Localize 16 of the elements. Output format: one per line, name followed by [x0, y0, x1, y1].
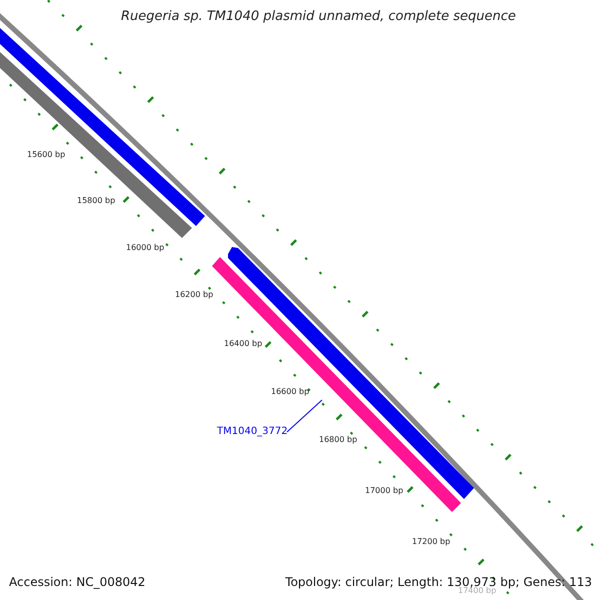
accession-label: Accession: NC_008042 [9, 575, 146, 589]
tick-label: 17200 bp [412, 537, 450, 546]
gene-label: TM1040_3772 [217, 426, 288, 437]
leader-line [286, 400, 322, 432]
tick-label: 17000 bp [365, 486, 404, 495]
tick-label: 15800 bp [77, 196, 116, 205]
gene-bar [212, 257, 461, 512]
tick-label: 16600 bp [271, 387, 310, 396]
tick-label: 16000 bp [126, 243, 164, 252]
tick-label: 16800 bp [319, 435, 358, 444]
tick-label: 16400 bp [224, 339, 262, 348]
tick-label: 16200 bp [175, 290, 214, 299]
tick-label: 17400 bp [458, 586, 496, 595]
tick-label: 15600 bp [27, 150, 66, 159]
topology-label: Topology: circular; Length: 130,973 bp; Genes: 113 [285, 575, 592, 589]
diagram-title: Ruegeria sp. TM1040 plasmid unnamed, complete sequence [121, 9, 516, 24]
